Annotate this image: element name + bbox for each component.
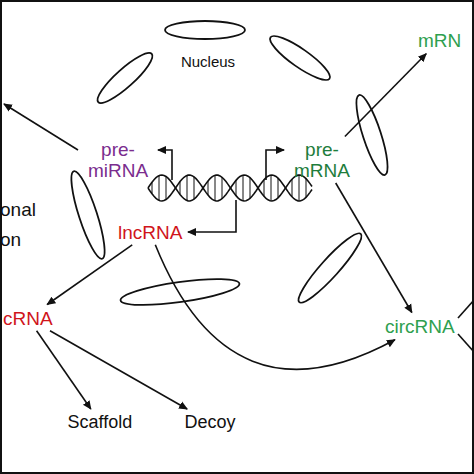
rna-node: lncRNA	[118, 222, 182, 243]
connector-arrow	[50, 331, 187, 409]
rna-name: mRN	[418, 30, 461, 51]
dna-rung	[306, 179, 307, 198]
rna-name: cRNA	[3, 308, 53, 329]
connector-arrow	[155, 245, 395, 370]
dna-rung	[166, 177, 167, 200]
nuclear-envelope-segment	[350, 92, 393, 177]
cropped-text: onal	[0, 199, 36, 221]
nuclear-envelope-segment	[293, 228, 368, 308]
dna-rung	[250, 178, 251, 199]
leader-line	[458, 300, 474, 318]
dna-rung	[236, 180, 237, 195]
connector-arrow	[47, 245, 132, 305]
rna-node: mRN	[418, 30, 461, 51]
dna-rung	[208, 181, 209, 195]
dna-rung	[152, 182, 153, 193]
nuclear-envelope-segment	[92, 47, 158, 109]
nuclear-envelope-segment	[65, 168, 111, 261]
rna-node: pre-miRNA	[82, 139, 154, 182]
rna-node: Decoy	[185, 412, 236, 432]
dna-rung	[264, 180, 265, 196]
nuclear-envelope-segment	[265, 30, 334, 86]
rna-name: circRNA	[385, 316, 455, 337]
dna-rung	[159, 176, 160, 201]
rna-name: Scaffold	[68, 412, 133, 432]
rna-name: Decoy	[185, 412, 236, 432]
nuclear-envelope-segment	[119, 274, 241, 311]
dna-rung	[180, 182, 181, 195]
dna-rung	[187, 175, 188, 200]
rna-name: pre-mRNA	[286, 139, 358, 182]
connector-arrow	[345, 54, 426, 137]
cropped-text: on	[0, 229, 21, 251]
transcription-arrow	[266, 150, 284, 180]
region-title: Nucleus	[181, 54, 235, 71]
nucleus-region: Nucleus pre-miRNA pre-mRNA lncRNA	[40, 10, 420, 320]
transcription-arrow	[158, 150, 172, 180]
export-arrow	[4, 104, 78, 150]
dna-rung	[292, 179, 293, 197]
rna-node: pre-mRNA	[286, 139, 358, 182]
rna-node: circRNA	[385, 316, 455, 337]
rna-node: cRNA	[3, 308, 53, 329]
leader-line	[458, 334, 474, 352]
dna-rung	[243, 175, 244, 201]
rna-name: pre-miRNA	[82, 139, 154, 182]
dna-rung	[215, 175, 216, 200]
dna-rung	[194, 177, 195, 199]
dna-rung	[278, 178, 279, 198]
connector-arrow	[37, 331, 91, 409]
dna-rung	[222, 177, 223, 198]
rna-node: Scaffold	[68, 412, 133, 432]
rna-name: lncRNA	[118, 222, 182, 243]
nuclear-envelope-segment	[165, 21, 245, 39]
dna-rung	[271, 175, 272, 201]
transcription-arrow	[188, 200, 236, 232]
